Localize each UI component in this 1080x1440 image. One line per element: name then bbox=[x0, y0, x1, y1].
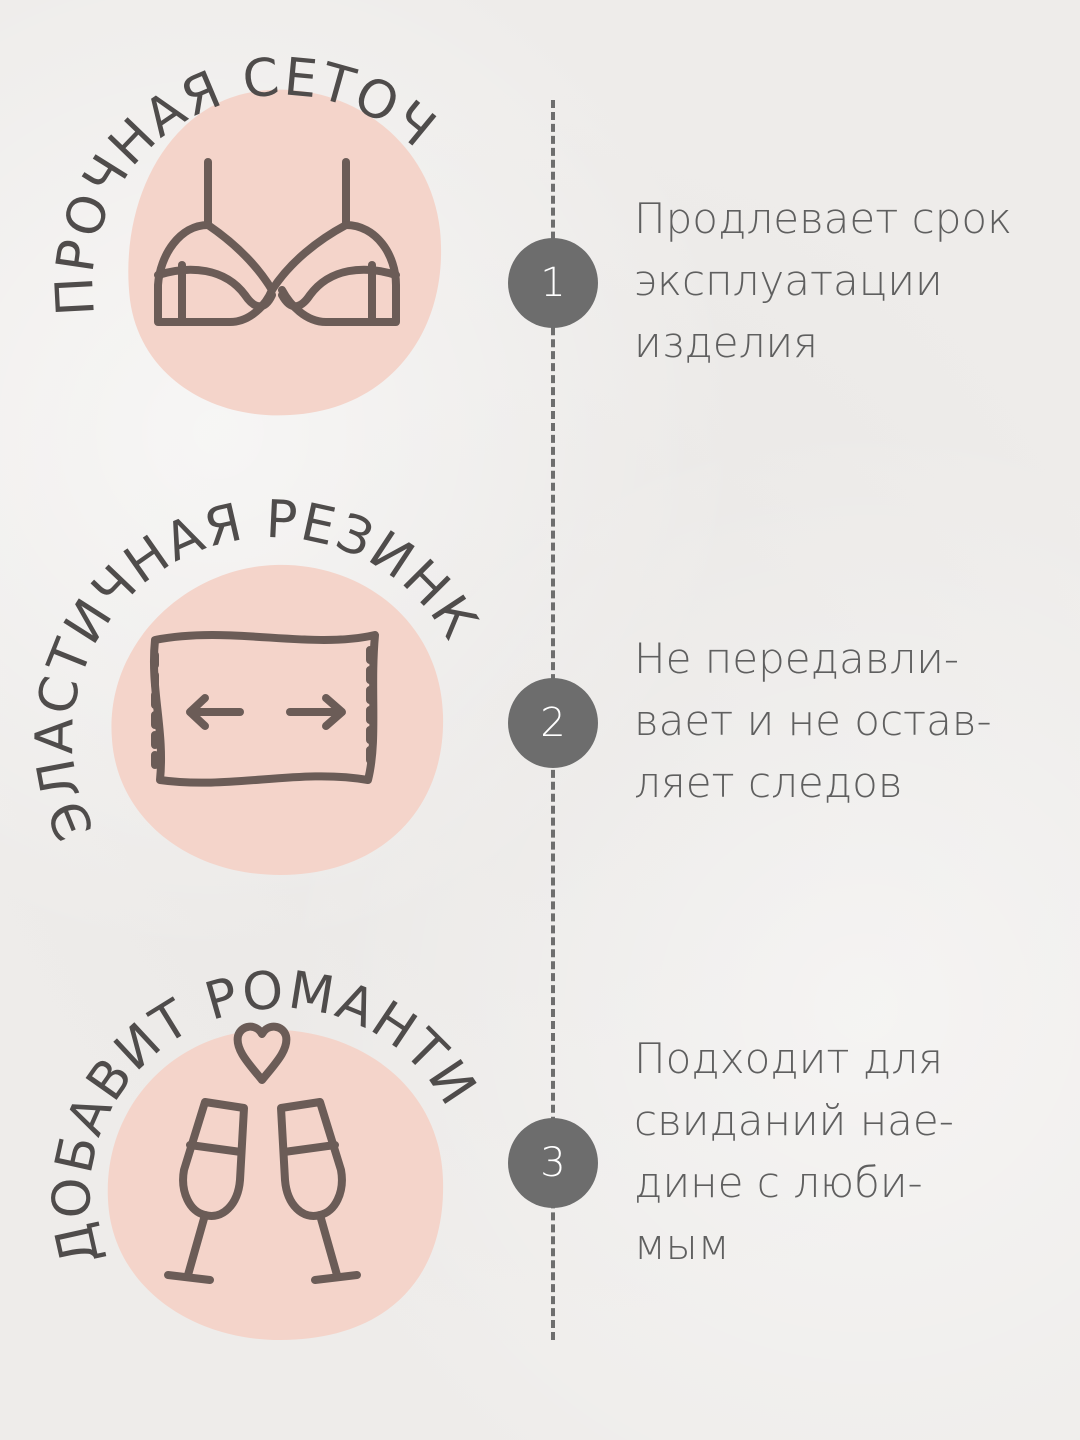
step-number-3: 3 bbox=[508, 1118, 598, 1208]
feature-description-1: Продлевает срок эксплуатации изделия bbox=[634, 194, 1013, 367]
feature-2: ЭЛАСТИЧНАЯ РЕЗИНКА 2 Не передавли- вает … bbox=[0, 490, 1080, 920]
feature-description-2: Не передавли- вает и не остав- ляет след… bbox=[634, 634, 992, 807]
blob-shape bbox=[111, 564, 444, 875]
feature-description-3: Подходит для свиданий нае- дине с люби- … bbox=[634, 1034, 954, 1269]
feature-1-badge: ПРОЧНАЯ СЕТОЧКА bbox=[0, 0, 446, 416]
feature-3-badge: ДОБАВИТ РОМАНТИКИ bbox=[0, 930, 486, 1340]
blob-shape bbox=[107, 1029, 444, 1340]
stretch-band-icon bbox=[149, 631, 379, 787]
feature-1: ПРОЧНАЯ СЕТОЧКА 1 Продлевает срок эксплу… bbox=[0, 0, 1080, 470]
bra-icon bbox=[154, 158, 400, 326]
feature-3: ДОБАВИТ РОМАНТИКИ 3 Подходит для свидани… bbox=[0, 930, 1080, 1370]
champagne-glasses-heart-icon bbox=[164, 1022, 361, 1284]
step-number-2: 2 bbox=[508, 678, 598, 768]
heart-icon bbox=[233, 1022, 291, 1084]
step-number-1: 1 bbox=[508, 238, 598, 328]
feature-2-badge: ЭЛАСТИЧНАЯ РЕЗИНКА bbox=[0, 490, 488, 875]
